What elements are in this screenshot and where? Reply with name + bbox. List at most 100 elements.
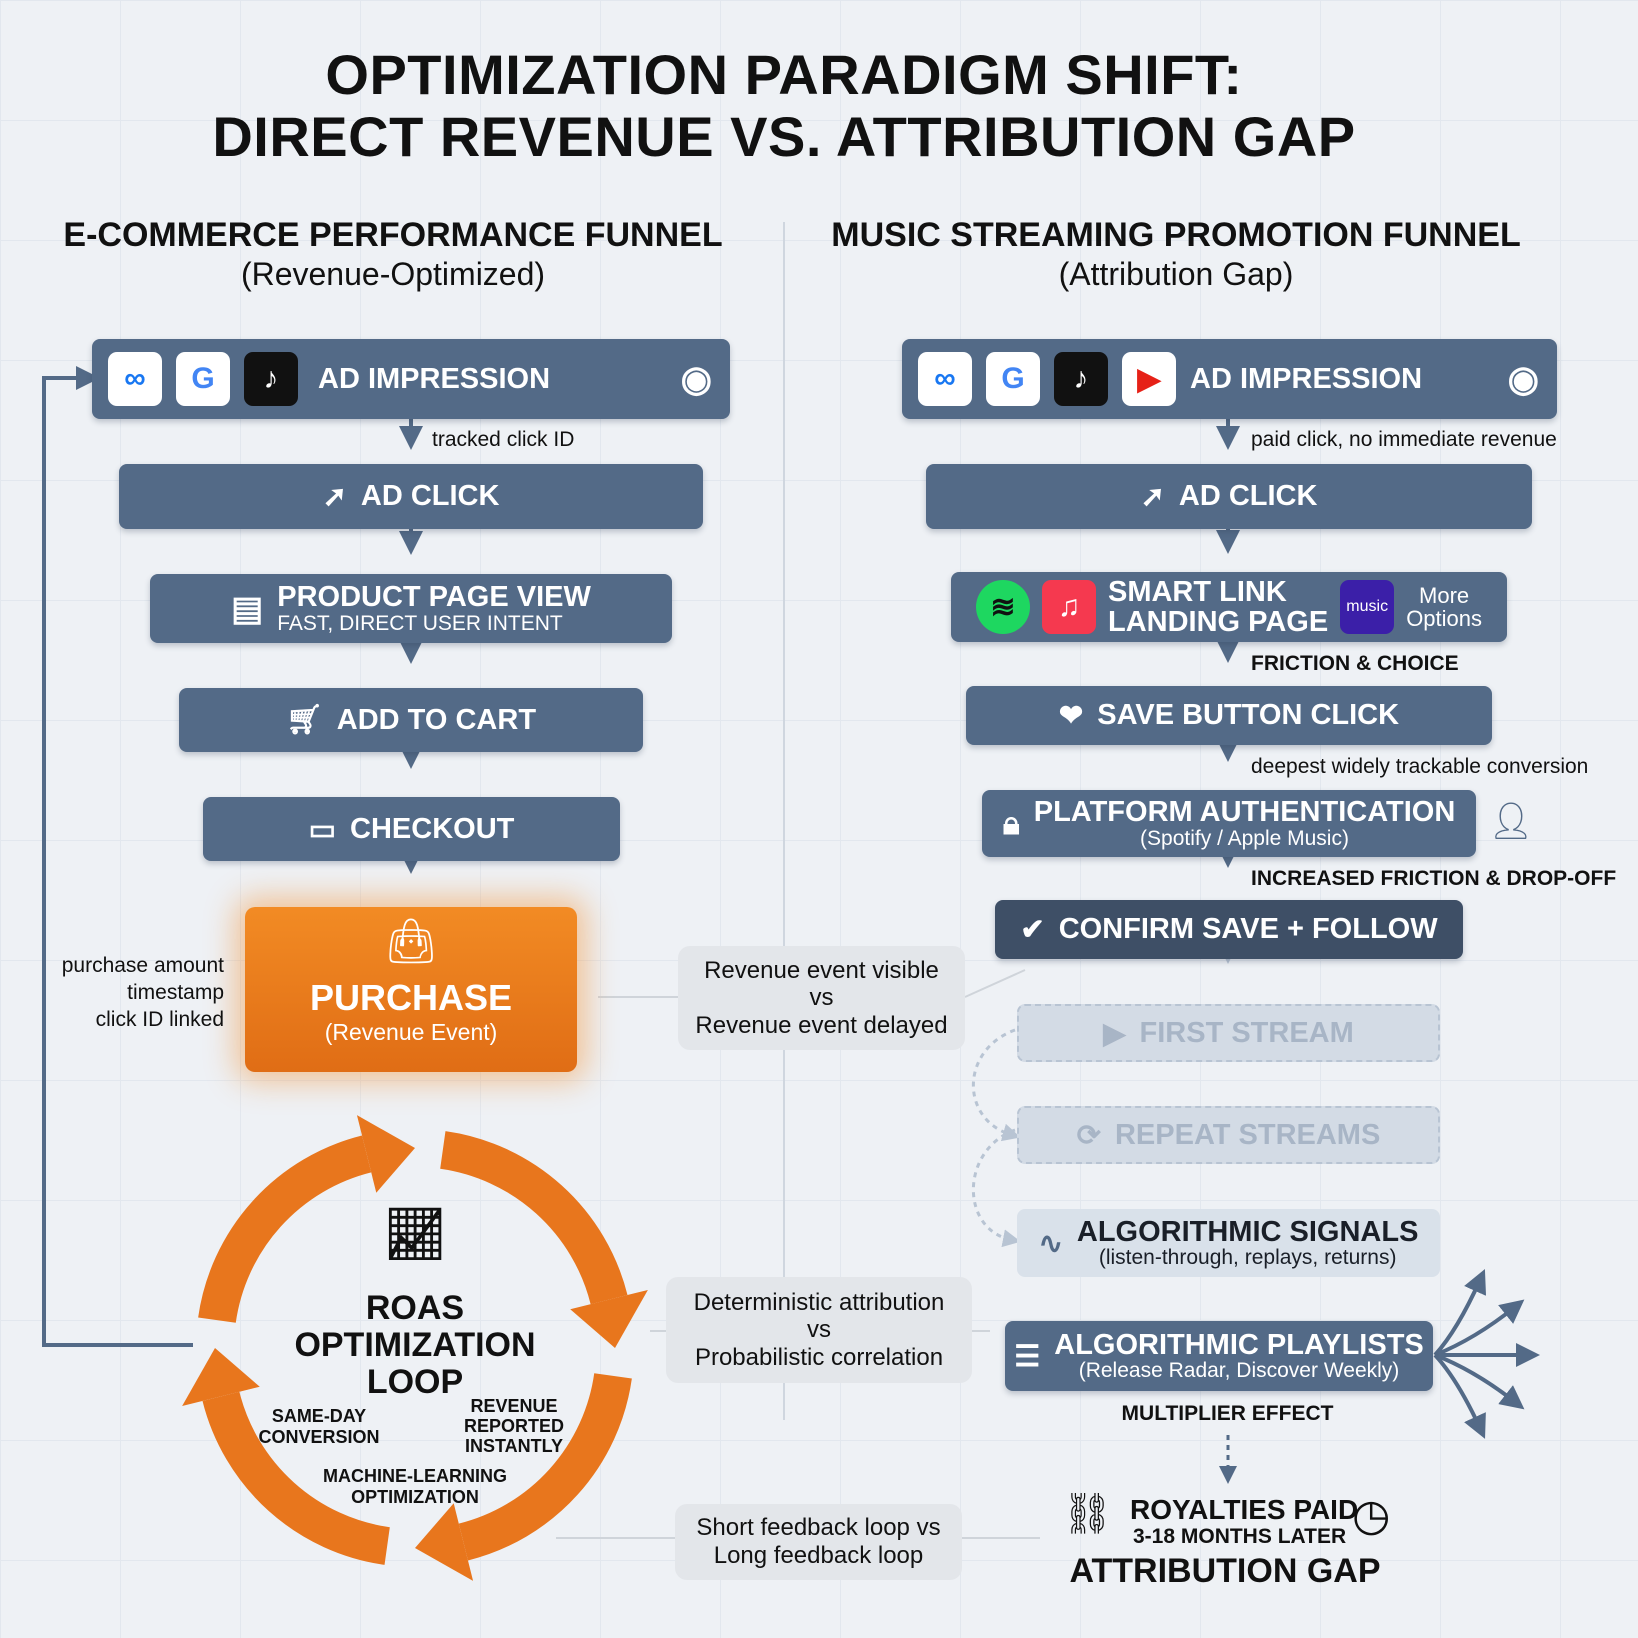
rev-3: INSTANTLY xyxy=(464,1436,563,1456)
fan-arrow-3 xyxy=(1434,1353,1525,1410)
multiplier-effect-label: MULTIPLIER EFFECT xyxy=(1121,1402,1334,1425)
note-timestamp: timestamp xyxy=(127,981,224,1004)
save-button-click-box: ❤ SAVE BUTTON CLICK xyxy=(966,686,1492,745)
confirm-label: CONFIRM SAVE + FOLLOW xyxy=(1058,913,1438,945)
more-options-2[interactable]: Options xyxy=(1406,606,1483,631)
right-edge-label-4: INCREASED FRICTION & DROP-OFF xyxy=(1251,867,1617,890)
user-verified-icon: 👤︎ xyxy=(1488,800,1534,841)
same-day-2: CONVERSION xyxy=(258,1427,380,1447)
smart-link-label-2: LANDING PAGE xyxy=(1107,606,1329,638)
tiktok-logo-icon: ♪ xyxy=(244,352,298,406)
loop-arc-0 xyxy=(198,1135,372,1324)
note-amount: purchase amount xyxy=(61,954,224,977)
royalties-label: ROYALTIES PAID xyxy=(1130,1494,1359,1525)
algorithmic-signals-box: ∿ALGORITHMIC SIGNALS(listen-through, rep… xyxy=(1017,1209,1440,1277)
tiktok-logo-icon: ♪ xyxy=(1054,352,1108,406)
eye-icon: ◉ xyxy=(1507,358,1539,399)
right-edge-label-3: deepest widely trackable conversion xyxy=(1251,755,1589,778)
same-day-1: SAME-DAY xyxy=(271,1406,367,1426)
waveform-icon: ∿ xyxy=(1038,1227,1063,1260)
left-heading: E-COMMERCE PERFORMANCE FUNNEL xyxy=(63,216,723,254)
compare-1-a: Revenue event visible xyxy=(704,956,939,984)
google-logo-icon: G xyxy=(986,352,1040,406)
feedback-loop-line xyxy=(42,366,193,1347)
youtube-logo-icon: ▶ xyxy=(1122,352,1176,406)
note-click-id: click ID linked xyxy=(95,1008,224,1031)
repeat-label: REPEAT STREAMS xyxy=(1114,1118,1381,1151)
loop-arrowhead-2 xyxy=(415,1503,474,1581)
platform-auth-box: 🔒︎ PLATFORM AUTHENTICATION(Spotify / Appl… xyxy=(982,790,1476,857)
playlist-icon: ☰ xyxy=(1014,1340,1041,1373)
play-icon: ▶ xyxy=(1103,1017,1126,1050)
compare-1-b: Revenue event delayed xyxy=(695,1011,948,1039)
loop-title-1: ROAS xyxy=(365,1289,465,1327)
right-subheading: (Attribution Gap) xyxy=(1058,256,1294,292)
loop-title-2: OPTIMIZATION xyxy=(294,1326,536,1364)
confirm-save-follow-box: ✔ CONFIRM SAVE + FOLLOW xyxy=(995,900,1463,959)
first-stream-label: FIRST STREAM xyxy=(1139,1016,1354,1049)
compare-connectors xyxy=(556,969,1040,1539)
loop-arrowhead-3 xyxy=(182,1348,260,1407)
compare-3-b: Long feedback loop xyxy=(713,1542,924,1569)
cursor-click-icon: ➚ xyxy=(1140,481,1165,513)
cursor-click-icon: ➚ xyxy=(322,481,347,513)
faded-arrows xyxy=(971,920,1237,1248)
left-ad-click-label: AD CLICK xyxy=(360,480,500,512)
purchase-box: 👜︎ PURCHASE (Revenue Event) xyxy=(245,907,577,1072)
clock-icon: ◷ xyxy=(1352,1491,1391,1540)
roas-loop-ring xyxy=(182,1115,648,1581)
save-label: SAVE BUTTON CLICK xyxy=(1097,699,1400,731)
right-heading: MUSIC STREAMING PROMOTION FUNNEL xyxy=(831,216,1521,254)
loop-arc-3 xyxy=(202,1391,391,1565)
loop-title-3: LOOP xyxy=(366,1363,464,1401)
loop-arc-2 xyxy=(458,1372,632,1561)
left-edge-label: tracked click ID xyxy=(432,428,575,451)
shopping-bag-dollar-icon: 👜︎ xyxy=(383,917,439,966)
right-edge-label-2: FRICTION & CHOICE xyxy=(1251,652,1459,675)
playlists-label: ALGORITHMIC PLAYLISTS xyxy=(1054,1328,1424,1361)
right-ad-click-label: AD CLICK xyxy=(1178,480,1318,512)
playlists-sub: (Release Radar, Discover Weekly) xyxy=(1078,1359,1400,1383)
title-line-1: OPTIMIZATION PARADIGM SHIFT: xyxy=(325,43,1243,106)
chart-up-icon: 📈︎ xyxy=(383,1206,447,1262)
heart-plus-icon: ❤ xyxy=(1058,700,1084,732)
loop-arrowhead-0 xyxy=(356,1115,415,1193)
title-line-2: DIRECT REVENUE VS. ATTRIBUTION GAP xyxy=(212,105,1356,168)
ml-2: OPTIMIZATION xyxy=(351,1487,479,1507)
fan-arrow-0 xyxy=(1433,1269,1487,1357)
ml-1: MACHINE-LEARNING xyxy=(323,1466,507,1486)
add-to-cart-label: ADD TO CART xyxy=(336,703,537,736)
fan-arrow-1 xyxy=(1434,1299,1525,1357)
meta-logo-icon: ∞ xyxy=(108,352,162,406)
purchase-sub: (Revenue Event) xyxy=(324,1019,498,1045)
broken-link-icon: ⛓︎ xyxy=(1062,1492,1113,1536)
amazon-music-logo-icon: music xyxy=(1340,580,1395,634)
right-ad-click-box: ➚ AD CLICK xyxy=(926,464,1532,529)
spotify-logo-icon: ≋ xyxy=(975,580,1030,634)
purchase-notes: purchase amount timestamp click ID linke… xyxy=(40,952,224,1033)
smart-link-label-1: SMART LINK xyxy=(1107,575,1287,608)
lock-icon: 🔒︎ xyxy=(1002,804,1020,841)
meta-logo-icon: ∞ xyxy=(918,352,972,406)
compare-2-vs: vs xyxy=(807,1316,831,1344)
right-ad-impression-label: AD IMPRESSION xyxy=(1190,362,1423,395)
more-options-1[interactable]: More xyxy=(1419,582,1470,608)
right-edge-label-1: paid click, no immediate revenue xyxy=(1251,428,1557,451)
rev-2: REPORTED xyxy=(463,1416,564,1436)
auth-sub: (Spotify / Apple Music) xyxy=(1140,826,1349,850)
check-circle-icon: ✔ xyxy=(1020,914,1045,946)
auth-label: PLATFORM AUTHENTICATION xyxy=(1033,796,1456,829)
checkout-label: CHECKOUT xyxy=(350,812,515,845)
repeat-icon: ⟳ xyxy=(1076,1119,1101,1152)
rev-1: REVENUE xyxy=(470,1396,558,1416)
product-page-label: PRODUCT PAGE VIEW xyxy=(277,581,591,614)
left-ad-click-box: ➚ AD CLICK xyxy=(119,464,703,529)
product-page-sub: FAST, DIRECT USER INTENT xyxy=(277,611,563,635)
